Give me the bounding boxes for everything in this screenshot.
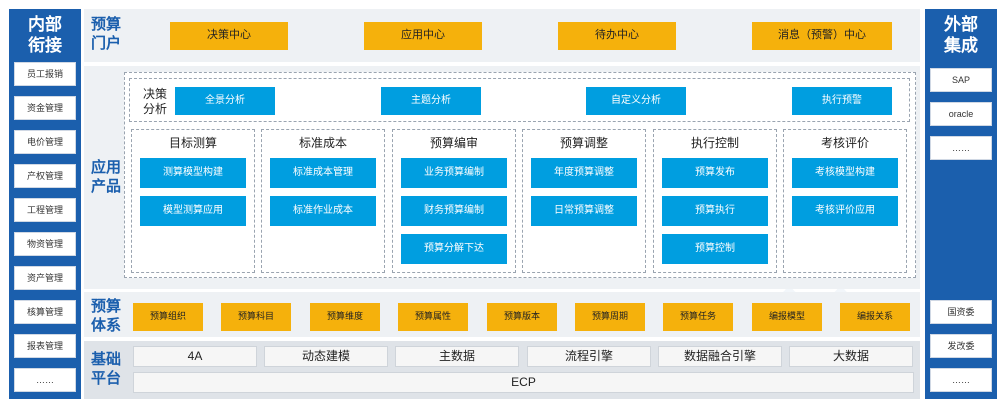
- internal-item[interactable]: 物资管理: [14, 232, 76, 256]
- internal-item[interactable]: ……: [14, 368, 76, 392]
- product-column-title: 预算编审: [429, 136, 478, 150]
- internal-item[interactable]: 核算管理: [14, 300, 76, 324]
- internal-item[interactable]: 工程管理: [14, 198, 76, 222]
- decision-item[interactable]: 执行预警: [792, 87, 892, 115]
- products-label: 应用 产品: [90, 159, 121, 195]
- portal-label: 预算 门户: [90, 16, 121, 52]
- internal-item[interactable]: 报表管理: [14, 334, 76, 358]
- internal-item[interactable]: 资产管理: [14, 266, 76, 290]
- product-item[interactable]: 预算执行: [662, 196, 768, 226]
- portal-item[interactable]: 消息（预警）中心: [752, 22, 892, 50]
- decision-item[interactable]: 自定义分析: [586, 87, 686, 115]
- product-item[interactable]: 日常预算调整: [531, 196, 637, 226]
- product-item[interactable]: 预算控制: [662, 234, 768, 264]
- budget-system-item[interactable]: 编报关系: [840, 303, 910, 331]
- portal-item[interactable]: 应用中心: [364, 22, 482, 50]
- platform-item[interactable]: 流程引擎: [527, 346, 651, 367]
- product-column-title: 目标测算: [168, 136, 217, 150]
- internal-title: 内部 衔接: [28, 15, 62, 55]
- budget-system-label: 预算 体系: [90, 298, 121, 334]
- product-column-title: 标准成本: [298, 136, 347, 150]
- product-item[interactable]: 财务预算编制: [401, 196, 507, 226]
- budget-system-item[interactable]: 预算任务: [663, 303, 733, 331]
- internal-item[interactable]: 资金管理: [14, 96, 76, 120]
- product-item[interactable]: 模型测算应用: [140, 196, 246, 226]
- decision-item[interactable]: 全景分析: [175, 87, 275, 115]
- product-item[interactable]: 测算模型构建: [140, 158, 246, 188]
- external-item[interactable]: 发改委: [930, 334, 992, 358]
- product-item[interactable]: 预算分解下达: [401, 234, 507, 264]
- internal-item[interactable]: 员工报销: [14, 62, 76, 86]
- decision-label: 决策 分析: [142, 87, 167, 116]
- product-column-title: 执行控制: [690, 136, 739, 150]
- portal-item[interactable]: 决策中心: [170, 22, 288, 50]
- external-item[interactable]: ……: [930, 368, 992, 392]
- product-item[interactable]: 年度预算调整: [531, 158, 637, 188]
- product-item[interactable]: 标准作业成本: [270, 196, 376, 226]
- product-item[interactable]: 业务预算编制: [401, 158, 507, 188]
- budget-system-item[interactable]: 预算周期: [575, 303, 645, 331]
- platform-item[interactable]: 4A: [133, 346, 257, 367]
- internal-panel: 内部 衔接 员工报销资金管理电价管理产权管理工程管理物资管理资产管理核算管理报表…: [9, 9, 81, 399]
- product-column-title: 考核评价: [820, 136, 869, 150]
- internal-item[interactable]: 电价管理: [14, 130, 76, 154]
- product-item[interactable]: 标准成本管理: [270, 158, 376, 188]
- budget-system-item[interactable]: 预算科目: [221, 303, 291, 331]
- portal-item[interactable]: 待办中心: [558, 22, 676, 50]
- budget-system-item[interactable]: 预算维度: [310, 303, 380, 331]
- external-item[interactable]: ……: [930, 136, 992, 160]
- platform-item[interactable]: 动态建模: [264, 346, 388, 367]
- budget-system-item[interactable]: 预算组织: [133, 303, 203, 331]
- ecp-bar[interactable]: ECP: [133, 372, 914, 393]
- platform-label: 基础 平台: [90, 351, 121, 387]
- platform-item[interactable]: 主数据: [395, 346, 519, 367]
- decision-item[interactable]: 主题分析: [381, 87, 481, 115]
- external-title: 外部 集成: [944, 15, 978, 55]
- product-item[interactable]: 考核模型构建: [792, 158, 898, 188]
- budget-system-item[interactable]: 预算属性: [398, 303, 468, 331]
- product-item[interactable]: 预算发布: [662, 158, 768, 188]
- external-panel: 外部 集成 SAP oracle …… 国资委发改委 ……: [925, 9, 997, 399]
- internal-item[interactable]: 产权管理: [14, 164, 76, 188]
- budget-system-item[interactable]: 编报模型: [752, 303, 822, 331]
- external-item[interactable]: oracle: [930, 102, 992, 126]
- platform-item[interactable]: 数据融合引擎: [658, 346, 782, 367]
- product-column-title: 预算调整: [559, 136, 608, 150]
- external-item[interactable]: SAP: [930, 68, 992, 92]
- product-item[interactable]: 考核评价应用: [792, 196, 898, 226]
- external-item[interactable]: 国资委: [930, 300, 992, 324]
- platform-item[interactable]: 大数据: [789, 346, 913, 367]
- budget-system-item[interactable]: 预算版本: [487, 303, 557, 331]
